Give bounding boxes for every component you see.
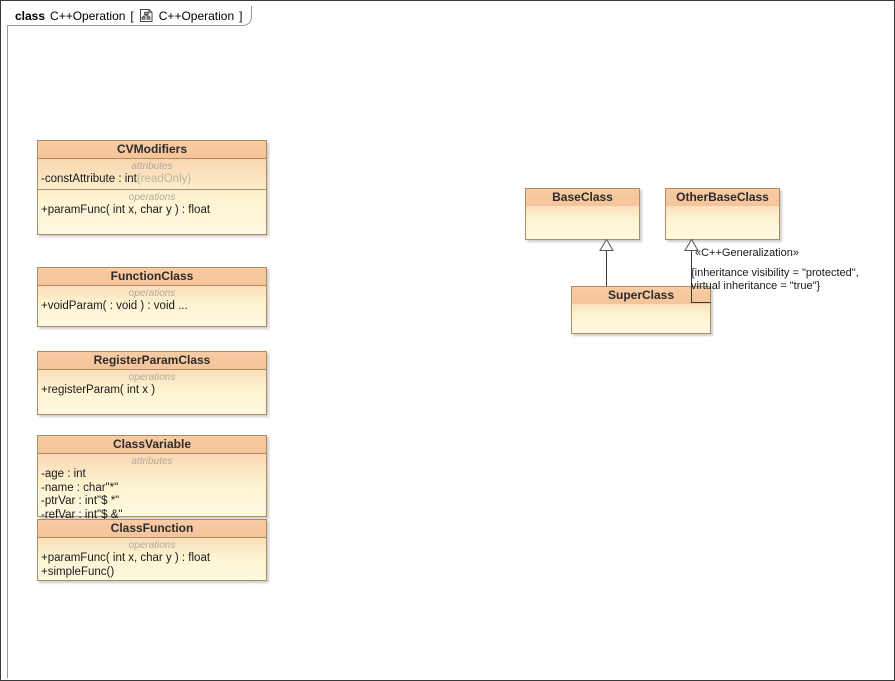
attributes-compartment-classvariable: attributes -age : int -name : char"*" -p…: [38, 454, 266, 521]
compartment-label-operations: operations: [128, 288, 176, 299]
operation-row: +voidParam( : void ) : void ...: [41, 300, 188, 312]
class-box-baseclass[interactable]: BaseClass: [525, 188, 640, 240]
attribute-row: -refVar : int"$ &": [41, 508, 123, 521]
diagram-frame-tab: class C++Operation [ C++Operation ]: [7, 6, 252, 26]
compartment-label-operations: operations: [128, 192, 176, 203]
class-name-baseclass: BaseClass: [526, 189, 639, 206]
generalization-stereotype: «C++Generalization»: [695, 247, 799, 259]
compartment-label-operations: operations: [128, 540, 176, 551]
class-box-registerparamclass[interactable]: RegisterParamClass operations +registerP…: [37, 351, 267, 415]
frame-icon-label: C++Operation: [158, 8, 235, 23]
class-name-superclass: SuperClass: [572, 287, 710, 304]
operations-compartment-classfunction: operations +paramFunc( int x, char y ) :…: [38, 538, 266, 582]
compartment-label-operations: operations: [128, 372, 176, 383]
operation-row: +simpleFunc(): [41, 565, 115, 578]
class-name-registerparamclass: RegisterParamClass: [38, 352, 266, 370]
generalization-constraint-line2: virtual inheritance = "true"}: [691, 280, 821, 292]
operations-compartment-registerparamclass: operations +registerParam( int x ): [38, 370, 266, 416]
frame-kind-label: class: [15, 8, 46, 23]
class-name-functionclass: FunctionClass: [38, 268, 266, 286]
class-box-classvariable[interactable]: ClassVariable attributes -age : int -nam…: [37, 435, 267, 521]
frame-name-label: C++Operation: [50, 8, 126, 23]
frame-bracket-open: [: [130, 8, 134, 23]
generalization-line-baseclass: [606, 250, 607, 286]
compartment-label-attributes: attributes: [131, 161, 173, 172]
class-name-otherbaseclass: OtherBaseClass: [666, 189, 779, 206]
generalization-constraint-line1: {inheritance visibility = "protected",: [691, 267, 859, 279]
attribute-row: -ptrVar : int"$ *": [41, 495, 120, 507]
attributes-compartment-cvmodifiers: attributes -constAttribute : int{readOnl…: [38, 159, 266, 190]
class-box-otherbaseclass[interactable]: OtherBaseClass: [665, 188, 780, 240]
class-box-functionclass[interactable]: FunctionClass operations +voidParam( : v…: [37, 267, 267, 327]
attribute-row: -age : int: [41, 468, 86, 480]
frame-bracket-close: ]: [239, 8, 243, 23]
class-name-classvariable: ClassVariable: [38, 436, 266, 454]
class-box-classfunction[interactable]: ClassFunction operations +paramFunc( int…: [37, 519, 267, 581]
class-name-classfunction: ClassFunction: [38, 520, 266, 538]
compartment-label-attributes: attributes: [131, 456, 173, 467]
operation-row: +paramFunc( int x, char y ) : float: [41, 552, 211, 564]
attribute-constraint: {readOnly}: [136, 173, 192, 185]
class-name-cvmodifiers: CVModifiers: [38, 141, 266, 159]
operation-row: +registerParam( int x ): [41, 384, 156, 396]
operations-compartment-functionclass: operations +voidParam( : void ) : void .…: [38, 286, 266, 328]
generalization-elbow-otherbaseclass: [691, 302, 711, 303]
attribute-row: -name : char"*": [41, 481, 119, 494]
generalization-line-otherbaseclass: [691, 250, 692, 302]
operation-row: +paramFunc( int x, char y ) : float: [41, 204, 211, 216]
attribute-row: -constAttribute : int{readOnly}: [41, 173, 192, 185]
class-box-cvmodifiers[interactable]: CVModifiers attributes -constAttribute :…: [37, 140, 267, 235]
class-box-superclass[interactable]: SuperClass: [571, 286, 711, 334]
diagram-frame-edge: [7, 6, 8, 678]
operations-compartment-cvmodifiers: operations +paramFunc( int x, char y ) :…: [38, 190, 266, 236]
diagram-icon: [139, 8, 154, 23]
